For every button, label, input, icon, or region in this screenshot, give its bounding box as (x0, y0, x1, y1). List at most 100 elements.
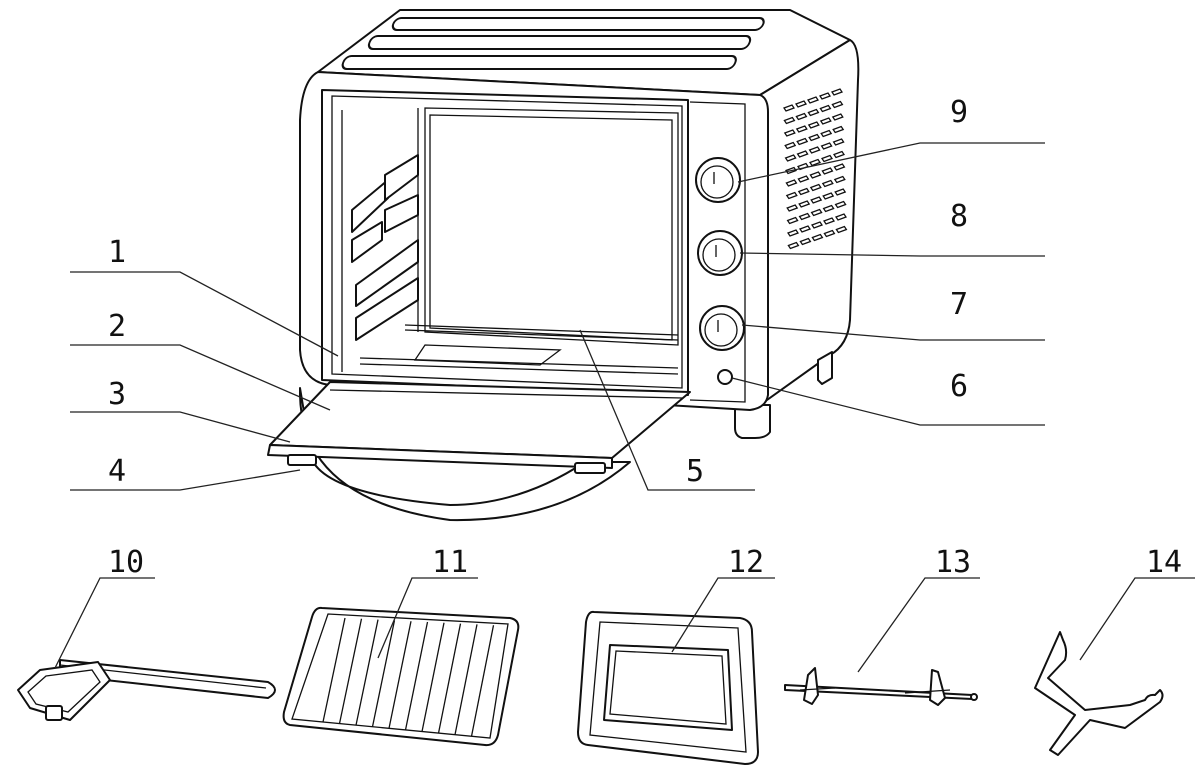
rack-bar (355, 619, 379, 726)
spit-lifter-14 (1034, 631, 1164, 756)
vent-slot (835, 225, 848, 234)
vent-slot (810, 196, 823, 204)
wire-rack-11 (282, 606, 520, 747)
vent-slot (832, 125, 845, 134)
side-vents (783, 88, 848, 250)
rack-bar (404, 621, 429, 731)
label-6: 6 (950, 369, 968, 404)
vent-slot (808, 146, 821, 154)
label-4: 4 (108, 454, 126, 489)
vent-slot (821, 167, 834, 175)
rack-bar (371, 620, 396, 727)
vent-slot (783, 104, 795, 112)
vent-slot (786, 216, 799, 225)
vent-slot (820, 142, 833, 150)
vent-slot (834, 200, 847, 209)
label-10: 10 (108, 545, 144, 580)
vent-slot (797, 187, 810, 196)
vent-slot (811, 233, 824, 242)
knob-9[interactable] (695, 157, 741, 203)
label-3: 3 (108, 377, 126, 412)
vent-slot (785, 166, 797, 175)
vent-slot (796, 137, 809, 146)
rack-bar (470, 625, 495, 737)
vent-slot (822, 204, 835, 213)
vent-slot (807, 108, 820, 117)
label-5: 5 (686, 454, 704, 489)
vent-slot (807, 121, 820, 129)
vent-slot (821, 154, 833, 163)
knob-7[interactable] (699, 305, 745, 351)
vent-slot (795, 125, 808, 133)
rack-bar (322, 617, 346, 723)
oven-body (299, 9, 860, 439)
label-13: 13 (935, 545, 971, 580)
label-1: 1 (108, 235, 126, 270)
vent-slot (821, 179, 834, 188)
rack-bar (421, 622, 445, 732)
left-wall-reflectors (351, 154, 419, 341)
vent-slot (831, 113, 844, 121)
oven-door (267, 381, 691, 522)
door-hinge-left (287, 454, 317, 466)
rack-bar (388, 621, 412, 729)
vent-slot (784, 141, 797, 150)
top-ridges (341, 17, 765, 70)
vent-slot (787, 229, 799, 237)
indicator-light-6 (717, 369, 733, 385)
vent-slot (787, 241, 800, 250)
vent-slot (809, 183, 822, 192)
vent-slot (797, 175, 810, 183)
label-11: 11 (432, 545, 468, 580)
rotisserie-spit-13 (784, 667, 978, 706)
baking-tray-12 (577, 610, 759, 765)
vent-slot (799, 237, 812, 246)
vent-slot (831, 100, 844, 109)
front-foot (734, 404, 771, 439)
vent-slot (834, 188, 847, 196)
vent-slot (795, 112, 808, 121)
vent-slot (786, 204, 799, 212)
vent-slot (833, 150, 845, 159)
rack-bar (454, 624, 478, 735)
vent-slot (785, 179, 798, 187)
label-7: 7 (950, 287, 968, 322)
vent-slot (795, 100, 807, 108)
vent-slot (822, 192, 835, 200)
vent-slot (807, 96, 819, 104)
vent-slot (783, 129, 796, 137)
vent-slot (832, 138, 845, 146)
leader-lines (54, 142, 1195, 673)
vent-slot (799, 225, 811, 233)
vent-slot (823, 229, 836, 238)
vent-slot (798, 200, 811, 208)
vent-slot (819, 92, 831, 100)
rack-bar (338, 618, 363, 724)
vent-slot (809, 158, 821, 167)
vent-slot (785, 191, 798, 200)
label-8: 8 (950, 199, 968, 234)
vent-slot (809, 171, 822, 179)
vent-slot (808, 133, 821, 142)
knob-8[interactable] (697, 230, 743, 276)
vent-slot (833, 163, 846, 171)
label-12: 12 (728, 545, 764, 580)
vent-slot (823, 217, 835, 225)
label-14: 14 (1146, 545, 1182, 580)
vent-slot (798, 212, 811, 221)
vent-slot (783, 116, 796, 125)
vent-slot (819, 117, 832, 125)
rear-foot (817, 351, 833, 385)
vent-slot (831, 88, 843, 96)
vent-slot (833, 175, 846, 184)
rack-bar (437, 623, 462, 734)
door-hinge-right (574, 462, 606, 474)
label-9: 9 (950, 95, 968, 130)
vent-slot (820, 129, 833, 138)
label-2: 2 (108, 309, 126, 344)
vent-slot (811, 221, 823, 229)
vent-slot (796, 150, 809, 158)
vent-slot (810, 208, 823, 217)
vent-slot (784, 154, 797, 162)
